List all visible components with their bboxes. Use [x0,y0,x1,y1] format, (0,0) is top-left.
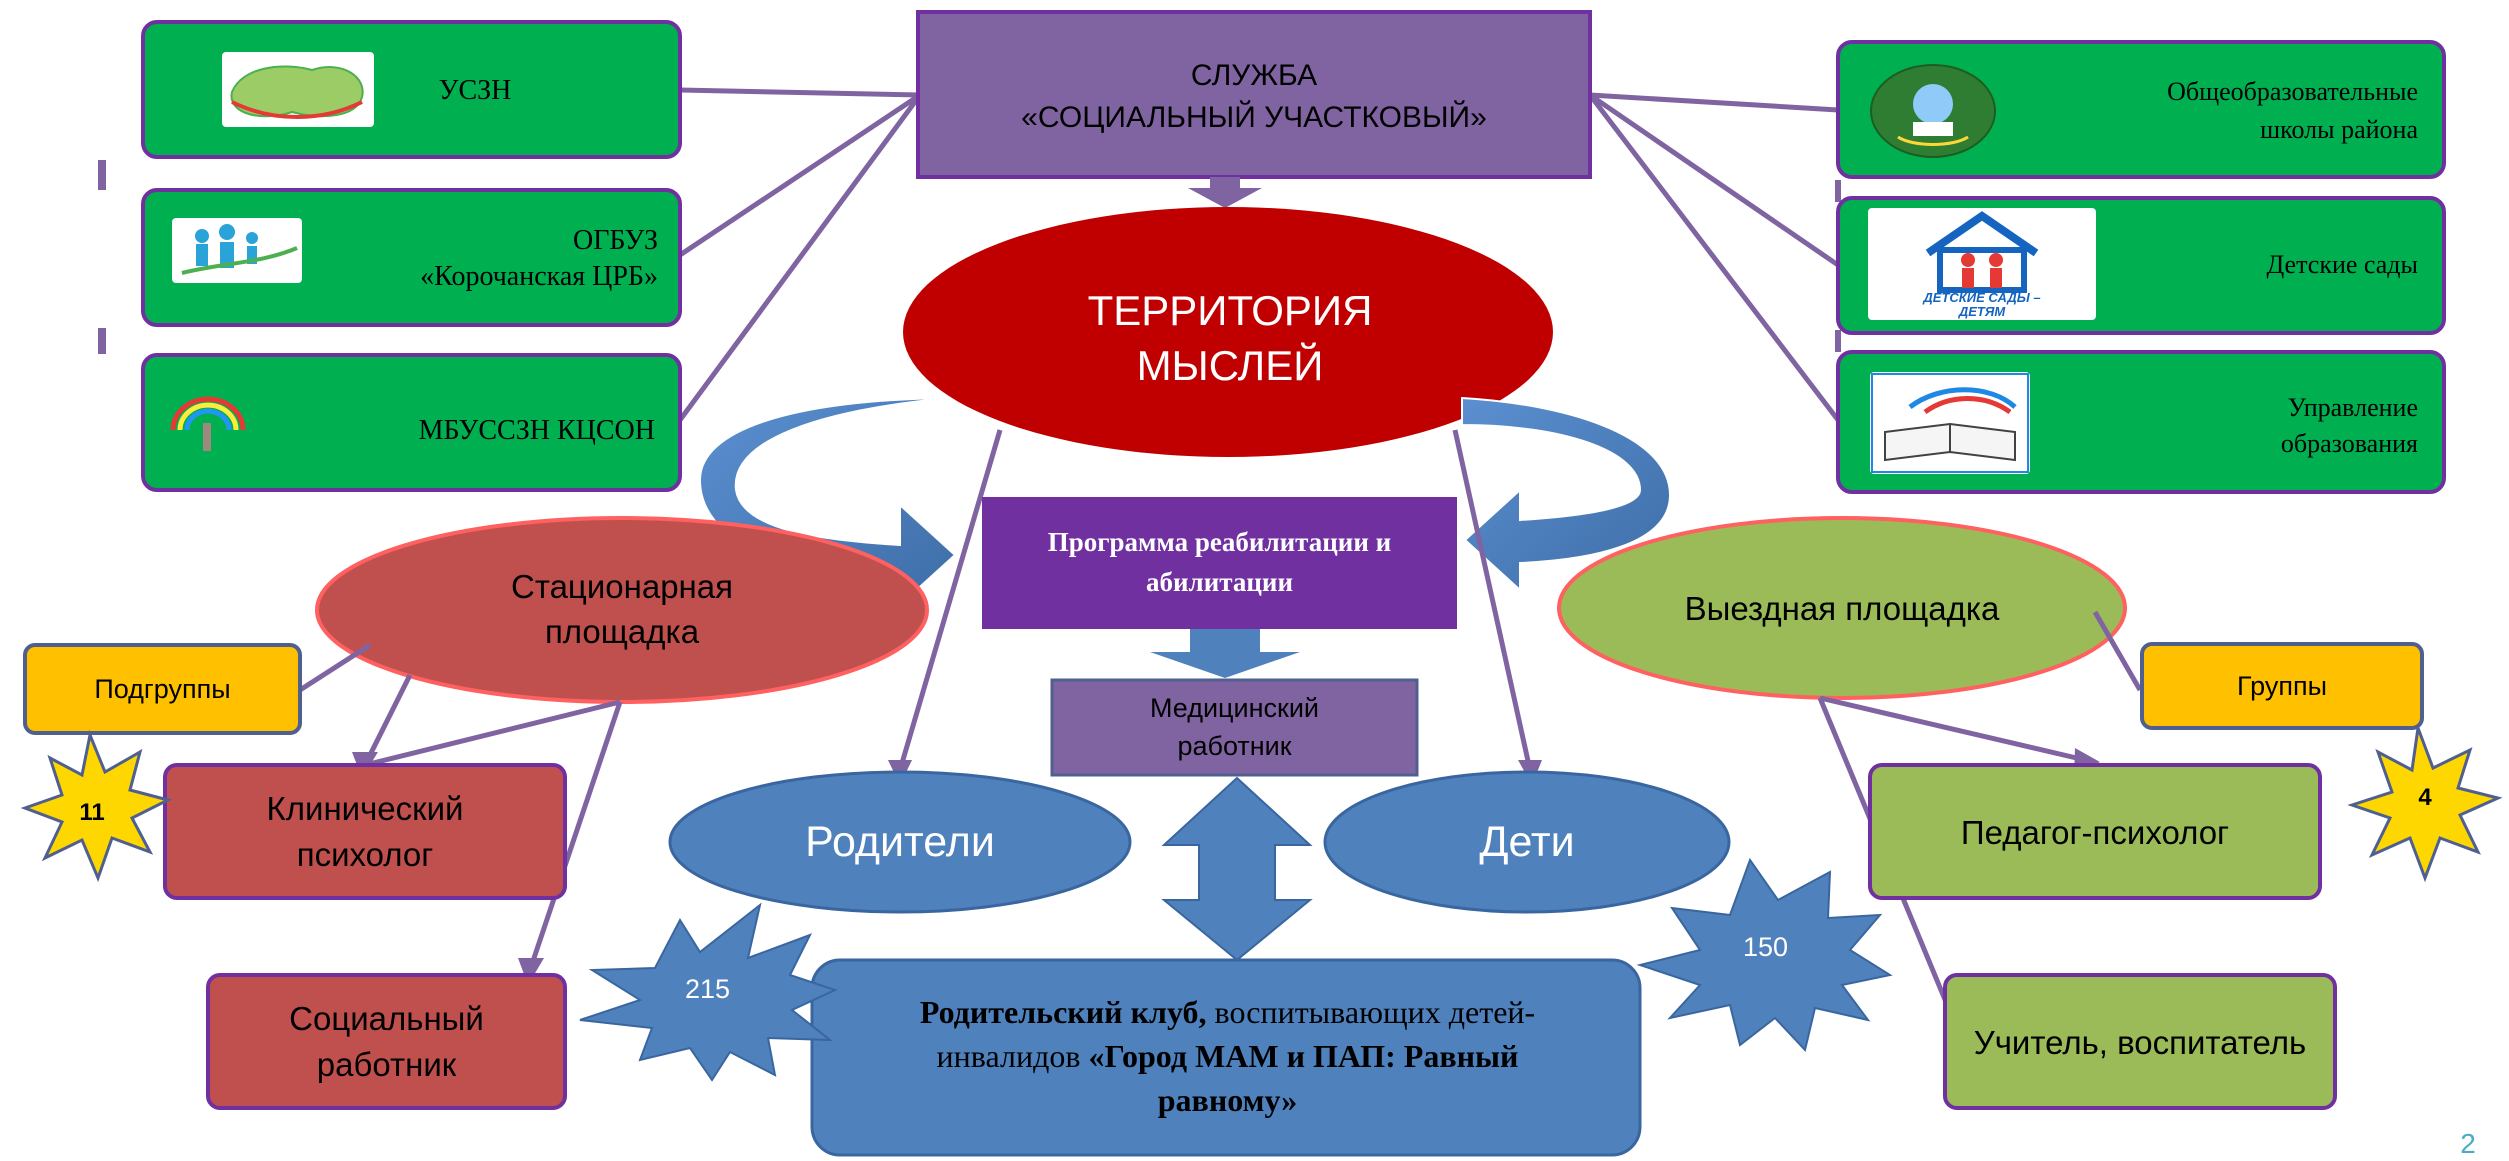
kindergarten-house-icon: ДЕТСКИЕ САДЫ – ДЕТЯМ [1868,208,2096,320]
family-health-icon [172,218,302,283]
medic-line2: работник [1177,731,1292,762]
service-down-arrow [1188,177,1262,208]
decorative-ticks [98,160,1841,354]
territory-connectors [897,429,1533,771]
clinical-psychologist-line1: Клинический [266,790,464,828]
subgroups-box [23,643,302,735]
groups-count: 4 [2418,784,2432,811]
club-name-1: «Город МАМ и ПАП: Равный [1088,1038,1519,1074]
groups-box [2140,642,2424,730]
parents-club-text: Родительский клуб, воспитывающих детей- … [830,990,1625,1122]
groups-label: Группы [2237,671,2327,702]
clinical-psychologist-line2: психолог [296,836,434,874]
stationary-ellipse [315,516,929,704]
explosion-parents-count [579,902,838,1082]
teacher-psychologist-label: Педагог-психолог [1960,814,2230,852]
parents-club-box [810,958,1642,1157]
parents-count: 215 [684,974,731,1005]
parents-ellipse [668,770,1132,914]
stationary-line1: Стационарная [511,568,733,606]
service-connectors [677,87,1840,422]
partner-label-education-1: Управление [2287,392,2418,422]
program-line1: Программа реабилитации и [1047,527,1392,558]
program-down-arrow [1150,629,1300,678]
partner-label-education-2: образования [2280,428,2418,458]
service-box [916,10,1592,179]
parents-label: Родители [805,818,995,867]
service-title-line1: СЛУЖБА [1190,59,1318,93]
star-groups-count [2347,727,2503,883]
partner-label-crb-1: ОГБУЗ [573,224,658,256]
service-title-line2: «СОЦИАЛЬНЫЙ УЧАСТКОВЫЙ» [1021,101,1487,135]
double-arrow [1161,776,1313,962]
partner-label-schools-1: Общеобразовательные [2167,76,2418,106]
rainbow-tree-icon [165,395,250,455]
outreach-label: Выездная площадка [1684,590,2000,628]
clinical-psychologist-box [163,763,567,900]
partner-label-kindergartens: Детские сады [2266,249,2419,279]
outreach-ellipse [1557,516,2127,700]
kindergarten-logo-text-1: ДЕТСКИЕ САДЫ – [1923,289,2041,305]
teacher-psychologist-box [1868,763,2322,900]
medic-line1: Медицинский [1150,693,1319,724]
arrow-head-social [518,958,544,985]
program-line2: абилитации [1145,567,1294,598]
kindergarten-logo-text-2: ДЕТЯМ [1958,303,2006,319]
partner-box-schools [1836,40,2446,179]
curl-arrow-right [1461,396,1672,593]
program-box [982,497,1457,629]
social-worker-line2: работник [316,1046,457,1084]
site-connectors [298,610,2143,1061]
explosion-children-count [1636,857,1893,1053]
uszn-map-icon [222,52,374,127]
partner-label-crb-2: «Корочанская ЦРБ» [420,260,658,292]
territory-line2: МЫСЛЕЙ [1136,341,1324,389]
children-label: Дети [1479,818,1575,867]
territory-ellipse [903,207,1553,457]
star-subgroups-count [20,729,173,883]
club-text-1: воспитывающих детей- [1206,994,1536,1030]
school-emblem-icon [1868,62,1998,160]
subgroups-count: 11 [79,799,105,826]
club-name-2: равному» [1157,1082,1298,1118]
children-ellipse [1323,770,1731,914]
stationary-line2: площадка [544,613,700,651]
social-worker-box [206,973,567,1110]
partner-label-kcson: МБУССЗН КЦСОН [418,414,655,446]
partner-label-schools-2: школы района [2260,114,2418,144]
subgroups-label: Подгруппы [94,674,231,705]
club-title: Родительский клуб, [919,994,1207,1030]
teacher-box [1943,973,2337,1110]
partner-box-kcson [141,353,682,492]
children-count: 150 [1742,932,1789,963]
medic-box [1050,678,1419,777]
club-text-2: инвалидов [936,1038,1089,1074]
page-number: 2 [2460,1128,2476,1159]
open-book-icon [1870,372,2030,474]
teacher-label: Учитель, воспитатель [1973,1024,2307,1062]
social-worker-line1: Социальный [289,1000,484,1038]
partner-label-uszn: УСЗН [438,74,512,106]
territory-line1: ТЕРРИТОРИЯ [1087,286,1373,334]
